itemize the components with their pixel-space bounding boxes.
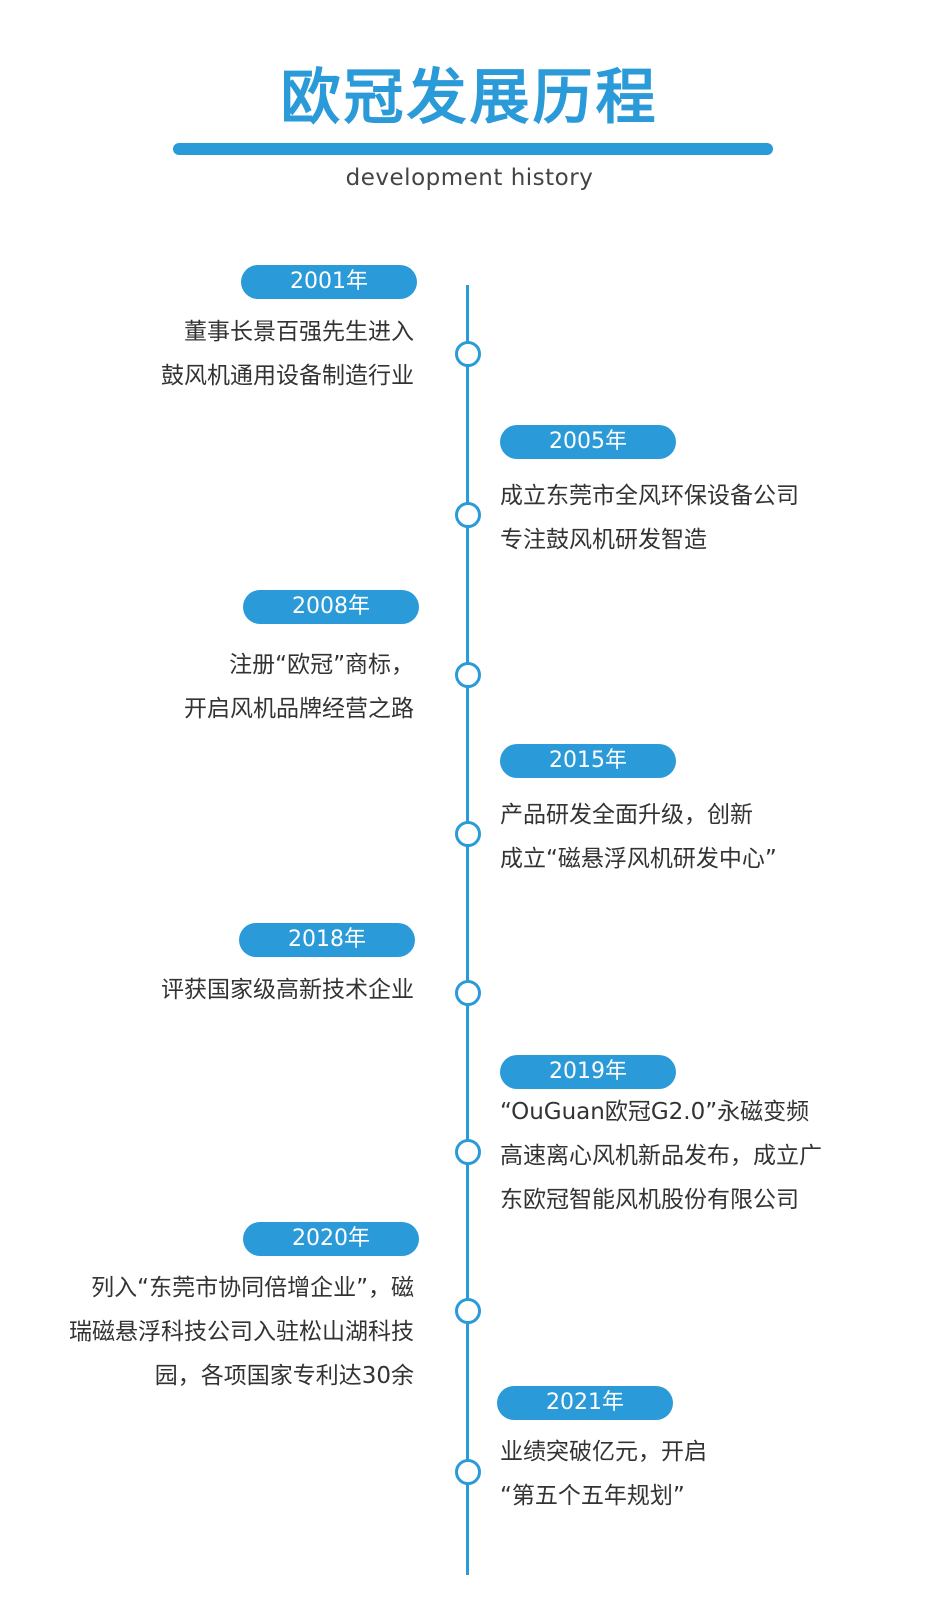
timeline-node (455, 502, 481, 528)
page-title: 欧冠发展历程 (280, 63, 659, 133)
year-pill-2020: 2020年 (243, 1222, 419, 1256)
event-line: 瑞磁悬浮科技公司入驻松山湖科技 (69, 1319, 414, 1345)
event-line: 成立“磁悬浮风机研发中心” (500, 846, 777, 872)
timeline-node (455, 980, 481, 1006)
event-description-2018: 评获国家级高新技术企业 (161, 968, 414, 1012)
event-description-2005: 成立东莞市全风环保设备公司 专注鼓风机研发智造 (500, 474, 799, 562)
year-pill-2008: 2008年 (243, 590, 419, 624)
event-line: “第五个五年规划” (500, 1483, 685, 1509)
event-line: 注册“欧冠”商标， (229, 652, 414, 678)
event-line: 成立东莞市全风环保设备公司 (500, 483, 799, 509)
timeline-node (455, 821, 481, 847)
event-description-2021: 业绩突破亿元，开启 “第五个五年规划” (500, 1430, 707, 1518)
event-line: 鼓风机通用设备制造行业 (161, 363, 414, 389)
year-pill-2005: 2005年 (500, 425, 676, 459)
page-subtitle: development history (345, 165, 594, 191)
timeline-node (455, 341, 481, 367)
event-description-2008: 注册“欧冠”商标， 开启风机品牌经营之路 (184, 643, 414, 731)
event-line: 高速离心风机新品发布，成立广 (500, 1143, 822, 1169)
event-description-2015: 产品研发全面升级，创新 成立“磁悬浮风机研发中心” (500, 793, 777, 881)
year-pill-2021: 2021年 (497, 1386, 673, 1420)
event-line: 产品研发全面升级，创新 (500, 802, 753, 828)
year-pill-2015: 2015年 (500, 744, 676, 778)
event-description-2019: “OuGuan欧冠G2.0”永磁变频 高速离心风机新品发布，成立广 东欧冠智能风… (500, 1090, 822, 1222)
event-description-2001: 董事长景百强先生进入 鼓风机通用设备制造行业 (161, 310, 414, 398)
event-line: 东欧冠智能风机股份有限公司 (500, 1187, 799, 1213)
event-line: 评获国家级高新技术企业 (161, 977, 414, 1003)
event-line: 董事长景百强先生进入 (184, 319, 414, 345)
event-line: 专注鼓风机研发智造 (500, 527, 707, 553)
year-pill-2001: 2001年 (241, 265, 417, 299)
timeline-node (455, 1139, 481, 1165)
event-line: 列入“东莞市协同倍增企业”，磁 (91, 1275, 414, 1301)
timeline-node (455, 1459, 481, 1485)
timeline-node (455, 1298, 481, 1324)
event-line: 业绩突破亿元，开启 (500, 1439, 707, 1465)
event-line: 开启风机品牌经营之路 (184, 696, 414, 722)
event-line: “OuGuan欧冠G2.0”永磁变频 (500, 1099, 810, 1125)
year-pill-2018: 2018年 (239, 923, 415, 957)
year-pill-2019: 2019年 (500, 1055, 676, 1089)
event-line: 园，各项国家专利达30余 (154, 1363, 414, 1389)
title-underline (173, 143, 773, 155)
timeline-node (455, 662, 481, 688)
timeline-line (466, 285, 469, 1575)
event-description-2020: 列入“东莞市协同倍增企业”，磁 瑞磁悬浮科技公司入驻松山湖科技 园，各项国家专利… (69, 1266, 414, 1398)
